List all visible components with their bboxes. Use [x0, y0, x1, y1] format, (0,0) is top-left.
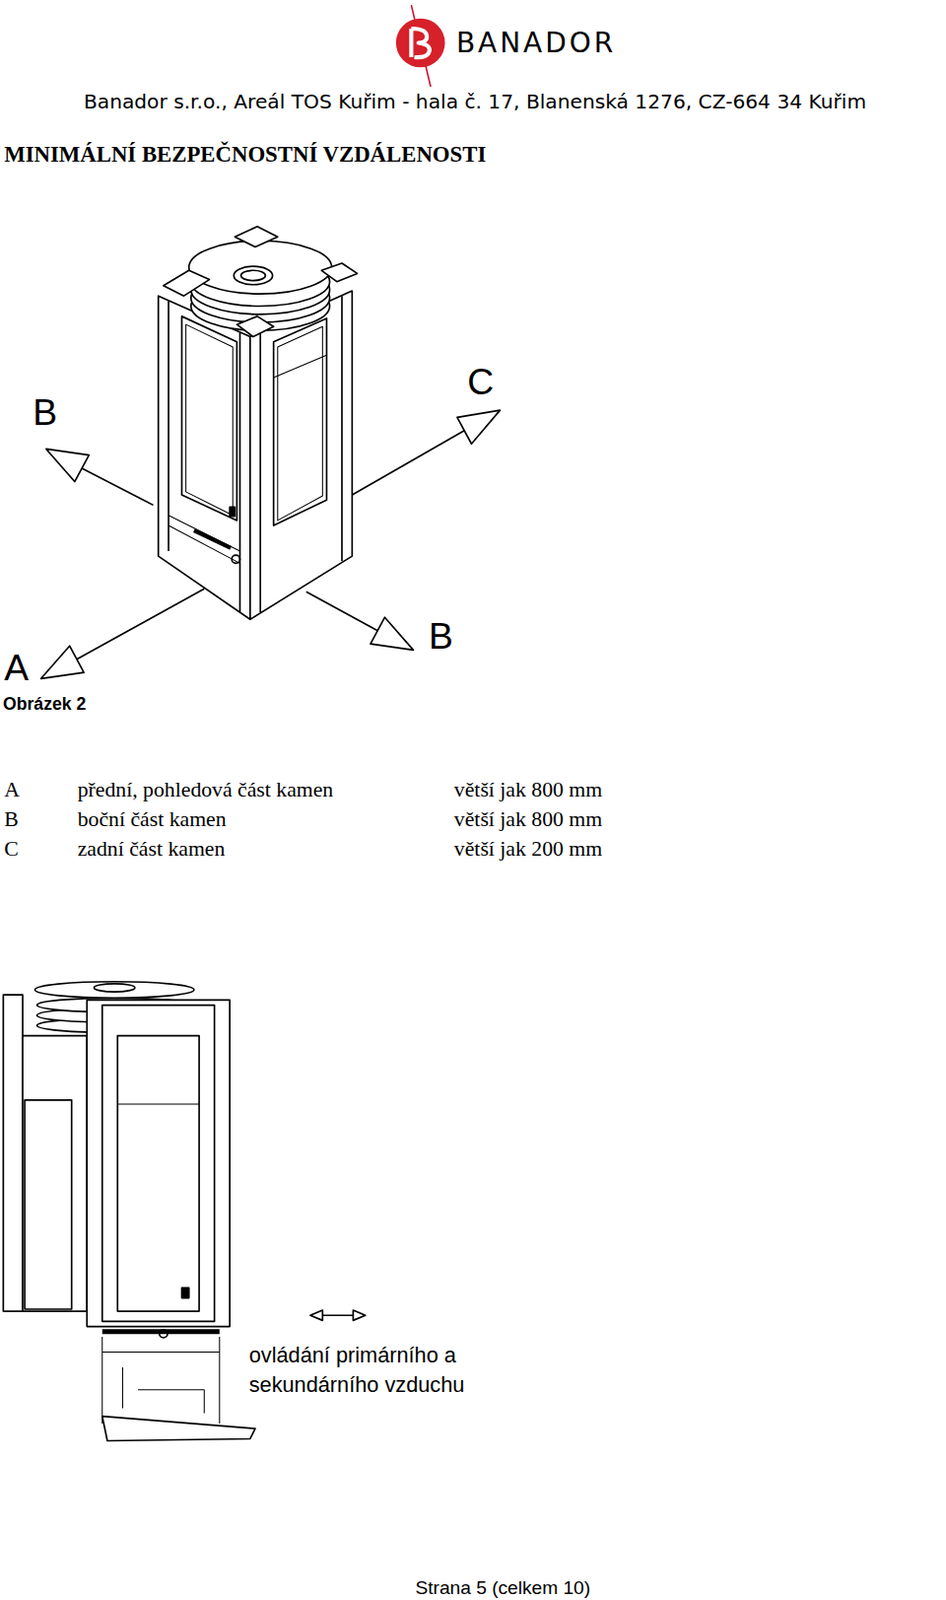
- stove-isometric: [158, 226, 358, 620]
- direction-letter: A: [3, 646, 29, 689]
- table-cell: větší jak 800 mm: [454, 777, 603, 803]
- figure-caption: Obrázek 2: [2, 693, 86, 714]
- table-cell: zadní část kamen: [77, 836, 226, 862]
- table-cell: větší jak 200 mm: [454, 836, 603, 862]
- distance-arrows: [41, 409, 501, 678]
- page-number: Strana 5 (celkem 10): [414, 1576, 591, 1599]
- stove-front: [2, 981, 256, 1441]
- callout-note: ovládání primárního a sekundárního vzduc…: [249, 1340, 545, 1401]
- table-cell: větší jak 800 mm: [454, 807, 603, 832]
- logo-circle: [396, 18, 446, 68]
- address: Banador s.r.o., Areál TOS Kuřim - hala č…: [83, 90, 867, 114]
- page-title: MINIMÁLNÍ BEZPEČNOSTNÍ VZDÁLENOSTI: [3, 141, 486, 168]
- direction-letter: C: [467, 360, 494, 404]
- table-cell: přední, pohledová část kamen: [77, 777, 335, 803]
- direction-letter: B: [32, 391, 58, 434]
- logo-mark: [410, 28, 430, 58]
- direction-letter: B: [428, 614, 454, 658]
- logo-text: BANADOR: [456, 27, 616, 60]
- table-cell: A: [3, 777, 20, 803]
- table-cell: boční část kamen: [77, 807, 227, 832]
- double-arrow: [310, 1309, 366, 1320]
- table-cell: C: [3, 836, 19, 862]
- table-cell: B: [3, 807, 19, 832]
